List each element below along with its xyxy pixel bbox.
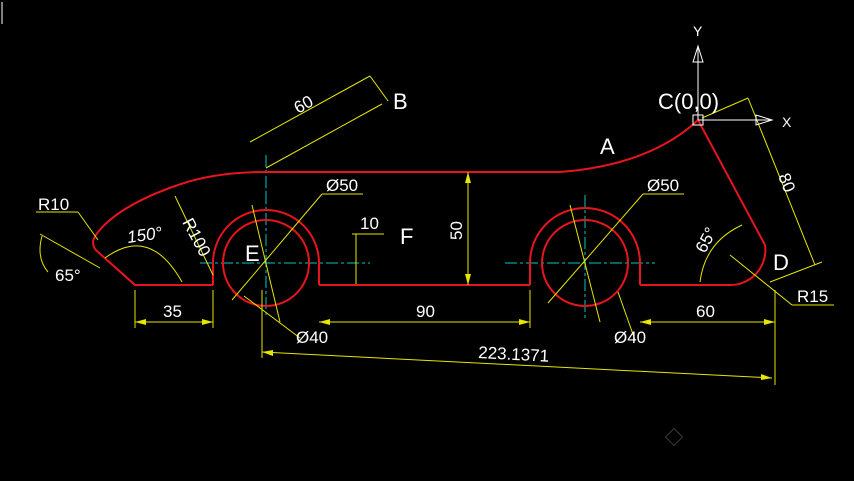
dim-60-top: 60: [291, 92, 317, 118]
point-c-label: C(0,0): [658, 89, 719, 114]
dim-90: 90: [416, 302, 435, 321]
outline-right-slope: [697, 119, 766, 246]
outline-right-bore: [529, 207, 641, 285]
dim-50: 50: [447, 221, 466, 240]
dim-angle-65-left: 65°: [55, 266, 81, 285]
outline-left-r100-arc: [97, 184, 179, 233]
outline-left-slope: [97, 251, 213, 286]
dim-dia40-left: Ø40: [296, 328, 328, 347]
centerlines: [200, 155, 655, 318]
dim-angle-150: 150°: [126, 223, 164, 247]
dim-r15: R15: [797, 287, 828, 306]
point-a-label: A: [600, 134, 615, 159]
watermark-logo: [664, 427, 684, 447]
point-e-label: E: [245, 241, 260, 266]
hole-right-dia40: [541, 219, 629, 307]
dim-dia50-right: Ø50: [647, 176, 679, 195]
ucs-y-label: Y: [693, 23, 703, 39]
part-outline: [92, 119, 767, 287]
ucs-icon: [692, 44, 774, 126]
dimension-arrowheads: [135, 172, 775, 380]
hole-left-dia40: [222, 219, 310, 307]
dim-10: 10: [360, 214, 379, 233]
ucs-origin-box: [692, 114, 704, 126]
ucs-x-label: X: [782, 114, 792, 130]
dim-223: 223.1371: [478, 343, 550, 366]
dim-r100: R100: [178, 215, 214, 260]
dim-dia40-right: Ø40: [614, 328, 646, 347]
outline-left-bore: [212, 209, 320, 285]
dim-r10: R10: [38, 195, 69, 214]
dim-60-bottom: 60: [696, 302, 715, 321]
outline-left-r10-arc: [92, 231, 99, 253]
point-d-label: D: [773, 250, 789, 275]
point-b-label: B: [393, 89, 408, 114]
outline-top-edge: [177, 119, 699, 186]
dim-angle-65-right: 65°: [692, 224, 721, 256]
dim-dia50-left: Ø50: [326, 176, 358, 195]
dimension-lines: [36, 75, 834, 385]
point-f-label: F: [400, 224, 413, 249]
dim-35: 35: [163, 302, 182, 321]
